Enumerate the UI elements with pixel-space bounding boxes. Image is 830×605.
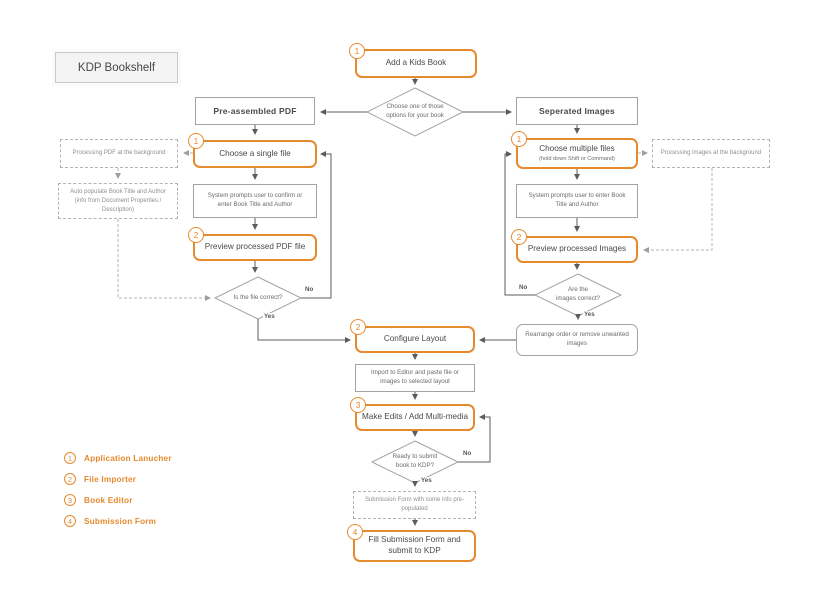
badge-number: 1 — [193, 136, 199, 146]
decision-line: images correct? — [555, 295, 601, 302]
node-import-editor[interactable]: Import to Editor and paste file or image… — [355, 364, 475, 392]
badge-number: 2 — [516, 232, 522, 242]
legend-number: 1 — [67, 453, 73, 463]
legend-number-icon: 3 — [64, 494, 76, 506]
node-submission-form-prepopulated[interactable]: Submission Form with some info pre-popul… — [353, 491, 476, 519]
node-system-prompts-confirm[interactable]: System prompts user to confirm or enter … — [193, 184, 317, 218]
node-label: Make Edits / Add Multi-media — [361, 412, 469, 422]
decision-file-correct[interactable]: Is the file correct? — [216, 290, 300, 306]
node-rearrange-images[interactable]: Rearrange order or remove unwanted image… — [516, 324, 638, 356]
node-label: Seperated Images — [539, 106, 615, 116]
choose-options-diamond-shape — [365, 87, 465, 137]
solid-connectors — [252, 78, 581, 526]
legend-number-icon: 1 — [64, 452, 76, 464]
node-system-prompts-enter[interactable]: System prompts user to enter Book Title … — [516, 184, 638, 218]
decision-line: Is the file correct? — [233, 293, 283, 301]
node-choose-single-file[interactable]: Choose a single file — [193, 140, 317, 168]
badge-number: 2 — [193, 230, 199, 240]
decision-diamond-shapes — [213, 87, 623, 484]
branch-label-no: No — [304, 286, 315, 293]
node-line: Auto populate Book Title and Author — [70, 188, 166, 195]
decision-line: Are the — [568, 286, 588, 294]
node-make-edits[interactable]: Make Edits / Add Multi-media — [355, 404, 475, 431]
step-badge: 1 — [349, 43, 365, 59]
legend-item-application-launcher: 1 Application Lanucher — [64, 451, 172, 465]
node-label: Add a Kids Book — [385, 58, 447, 68]
decision-images-correct[interactable]: Are the images correct? — [538, 281, 618, 309]
node-processing-images[interactable]: Processing images at the background — [652, 139, 770, 168]
node-label: Configure Layout — [383, 334, 447, 344]
node-line: submit to KDP — [388, 546, 441, 555]
page-title: KDP Bookshelf — [55, 52, 178, 83]
node-label: System prompts user to enter Book Title … — [528, 192, 626, 208]
page-title-label: KDP Bookshelf — [77, 61, 156, 74]
node-label: Choose multiple files — [539, 144, 615, 154]
badge-number: 4 — [352, 527, 358, 537]
badge-number: 3 — [355, 400, 361, 410]
node-label: Choose a single file — [219, 148, 291, 158]
badge-number: 1 — [516, 134, 522, 144]
legend-label: File Importer — [84, 474, 137, 484]
legend-item-book-editor: 3 Book Editor — [64, 493, 172, 507]
legend-label: Submission Form — [84, 516, 157, 526]
node-label: Submission Form with some info pre-popul… — [364, 497, 465, 512]
branch-label-yes: Yes — [263, 313, 276, 320]
legend-number-icon: 4 — [64, 515, 76, 527]
node-label: Preview processed PDF file — [204, 242, 306, 252]
decision-line: Choose one of those — [386, 103, 444, 111]
step-badge: 2 — [511, 229, 527, 245]
node-auto-populate[interactable]: Auto populate Book Title and Author (inf… — [58, 183, 178, 219]
node-label: Preview processed Images — [527, 244, 627, 254]
legend-number: 2 — [67, 474, 73, 484]
node-add-kids-book[interactable]: Add a Kids Book — [355, 49, 477, 78]
node-sublabel: (hold down Shift or Command) — [539, 155, 615, 162]
node-label: Import to Editor and paste file or image… — [370, 369, 460, 385]
legend: 1 Application Lanucher 2 File Importer 3… — [64, 451, 172, 528]
decision-line: book to KDP? — [395, 462, 435, 469]
branch-label-no: No — [462, 450, 473, 457]
branch-label-yes: Yes — [583, 311, 596, 318]
decision-choose-options[interactable]: Choose one of those options for your boo… — [370, 98, 460, 126]
legend-number-icon: 2 — [64, 473, 76, 485]
legend-item-file-importer: 2 File Importer — [64, 472, 172, 486]
node-seperated-images[interactable]: Seperated Images — [516, 97, 638, 125]
node-configure-layout[interactable]: Configure Layout — [355, 326, 475, 353]
legend-item-submission-form: 4 Submission Form — [64, 514, 172, 528]
node-choose-multiple-files[interactable]: Choose multiple files (hold down Shift o… — [516, 138, 638, 169]
step-badge: 2 — [350, 319, 366, 335]
legend-label: Book Editor — [84, 495, 133, 505]
node-preview-images[interactable]: Preview processed Images — [516, 236, 638, 263]
node-fill-submission-form[interactable]: Fill Submission Form and submit to KDP — [353, 530, 476, 562]
step-badge: 1 — [511, 131, 527, 147]
node-label: Processing images at the background — [660, 150, 762, 156]
node-label: Pre-assembled PDF — [213, 106, 297, 116]
badge-number: 1 — [354, 46, 360, 56]
decision-line: Ready to submit — [392, 453, 438, 461]
node-preview-pdf[interactable]: Preview processed PDF file — [193, 234, 317, 261]
step-badge: 2 — [188, 227, 204, 243]
badge-number: 2 — [355, 322, 361, 332]
step-badge: 3 — [350, 397, 366, 413]
branch-label-yes: Yes — [420, 477, 433, 484]
node-line: Fill Submission Form and — [368, 535, 461, 545]
node-label: Rearrange order or remove unwanted image… — [525, 331, 629, 347]
node-label: System prompts user to confirm or enter … — [207, 192, 303, 208]
branch-label-no: No — [518, 284, 529, 291]
node-line: (info from Document Properties / Descrip… — [74, 197, 162, 213]
decision-line: options for your book — [386, 112, 444, 119]
legend-number: 3 — [67, 495, 73, 505]
node-processing-pdf[interactable]: Processing PDF at the background — [60, 139, 178, 168]
dashed-connectors — [115, 150, 713, 301]
node-label: Processing PDF at the background — [72, 150, 166, 156]
step-badge: 1 — [188, 133, 204, 149]
legend-label: Application Lanucher — [84, 453, 172, 463]
step-badge: 4 — [347, 524, 363, 540]
decision-ready-submit[interactable]: Ready to submit book to KDP? — [375, 448, 455, 476]
node-pre-assembled-pdf[interactable]: Pre-assembled PDF — [195, 97, 315, 125]
legend-number: 4 — [67, 516, 73, 526]
